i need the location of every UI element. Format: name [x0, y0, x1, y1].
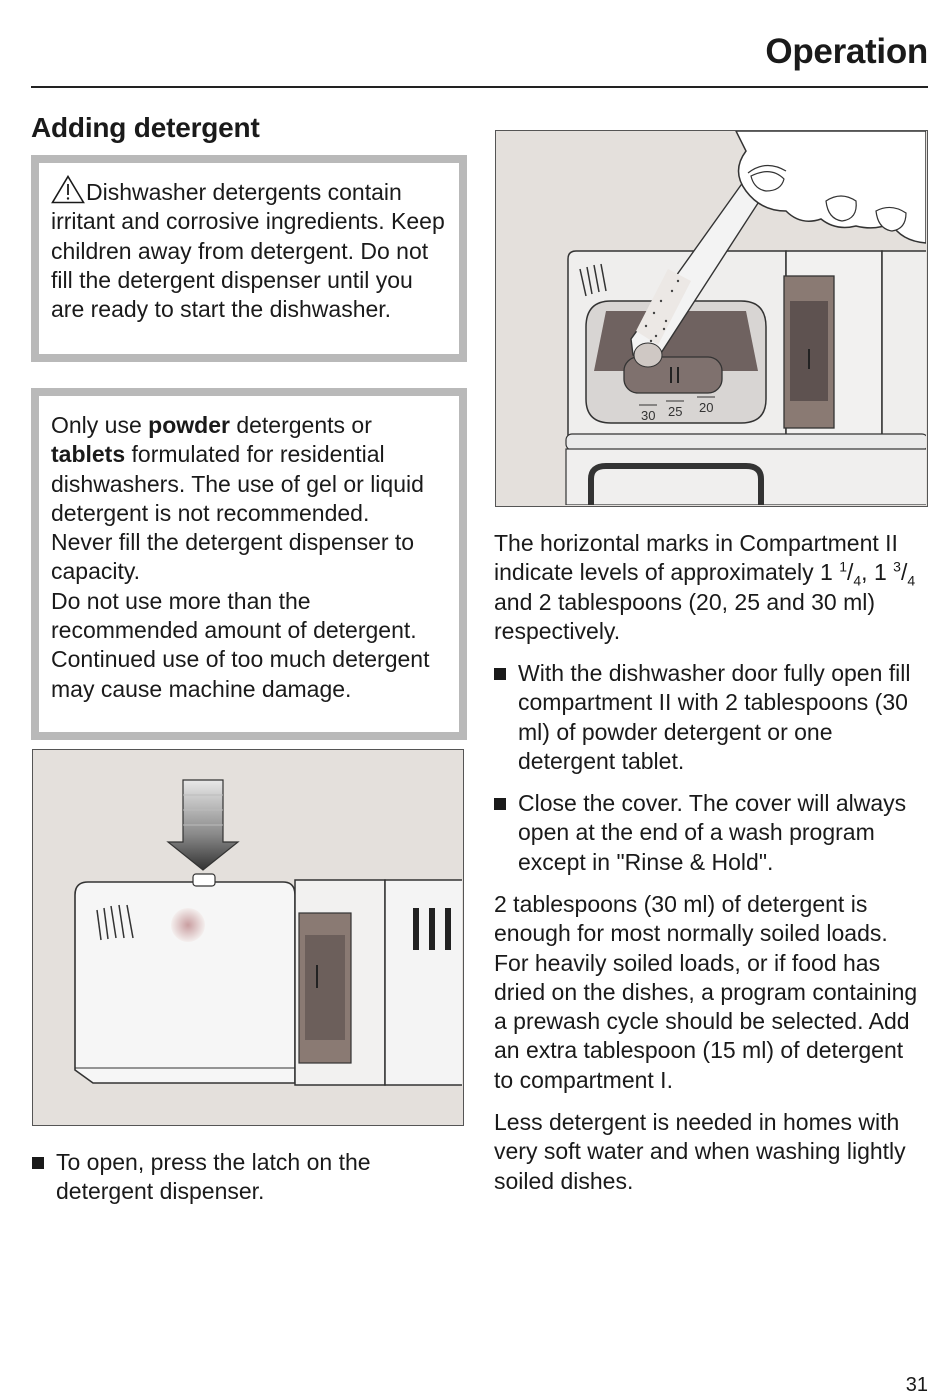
warning-triangle-icon	[51, 175, 85, 204]
fraction-numerator: 3	[893, 558, 901, 575]
list-item: To open, press the latch on the detergen…	[32, 1148, 464, 1207]
fraction-denominator: 4	[853, 572, 862, 589]
header-divider	[31, 86, 928, 88]
warning-paragraph: Dishwasher detergents contain irritant a…	[51, 175, 449, 324]
page-header-title: Operation	[765, 32, 928, 71]
bullet-square-icon	[32, 1157, 44, 1169]
notice-bold-tablets: tablets	[51, 441, 126, 468]
list-item-text: With the dishwasher door fully open fill…	[518, 660, 911, 774]
notice-text: formulated for residential dishwashers. …	[51, 441, 424, 526]
section-title: Adding detergent	[31, 112, 260, 143]
notice-paragraph-1: Only use powder detergents or tablets fo…	[51, 411, 449, 528]
notice-paragraph-3: Do not use more than the recommended amo…	[51, 587, 430, 702]
fraction-numerator: 1	[839, 558, 847, 575]
bullet-square-icon	[494, 668, 506, 680]
level-mark-20: 20	[699, 400, 713, 415]
notice-text: detergents or	[229, 412, 372, 438]
illustration-filling-detergent: 30 25 20	[495, 130, 928, 507]
intro-paragraph: The horizontal marks in Compartment II i…	[494, 530, 916, 644]
list-item: Close the cover. The cover will always o…	[494, 789, 928, 877]
intro-text: , 1	[861, 559, 894, 586]
notice-bold-powder: powder	[148, 412, 230, 438]
notice-paragraph-2: Never fill the detergent dispenser to ca…	[51, 529, 415, 585]
list-item-text: To open, press the latch on the detergen…	[56, 1149, 371, 1205]
detergent-amount-paragraph: 2 tablespoons (30 ml) of detergent is en…	[494, 891, 918, 1093]
list-item: With the dishwasher door fully open fill…	[494, 659, 928, 776]
fraction-denominator: 4	[907, 572, 916, 589]
soft-water-paragraph: Less detergent is needed in homes with v…	[494, 1109, 906, 1194]
intro-text: The horizontal marks in Compartment II i…	[494, 530, 898, 586]
list-item-text: Close the cover. The cover will always o…	[518, 790, 907, 875]
level-mark-30: 30	[641, 408, 655, 423]
notice-box: Only use powder detergents or tablets fo…	[31, 388, 467, 740]
bullet-square-icon	[494, 798, 506, 810]
notice-text: Only use	[51, 412, 149, 438]
warning-text: Dishwasher detergents contain irritant a…	[51, 179, 445, 323]
level-mark-25: 25	[668, 404, 682, 419]
intro-text: and 2 tablespoons (20, 25 and 30 ml) res…	[494, 588, 876, 644]
page-number: 31	[905, 1374, 928, 1395]
illustration-press-latch	[32, 749, 464, 1126]
warning-box: Dishwasher detergents contain irritant a…	[31, 155, 467, 362]
